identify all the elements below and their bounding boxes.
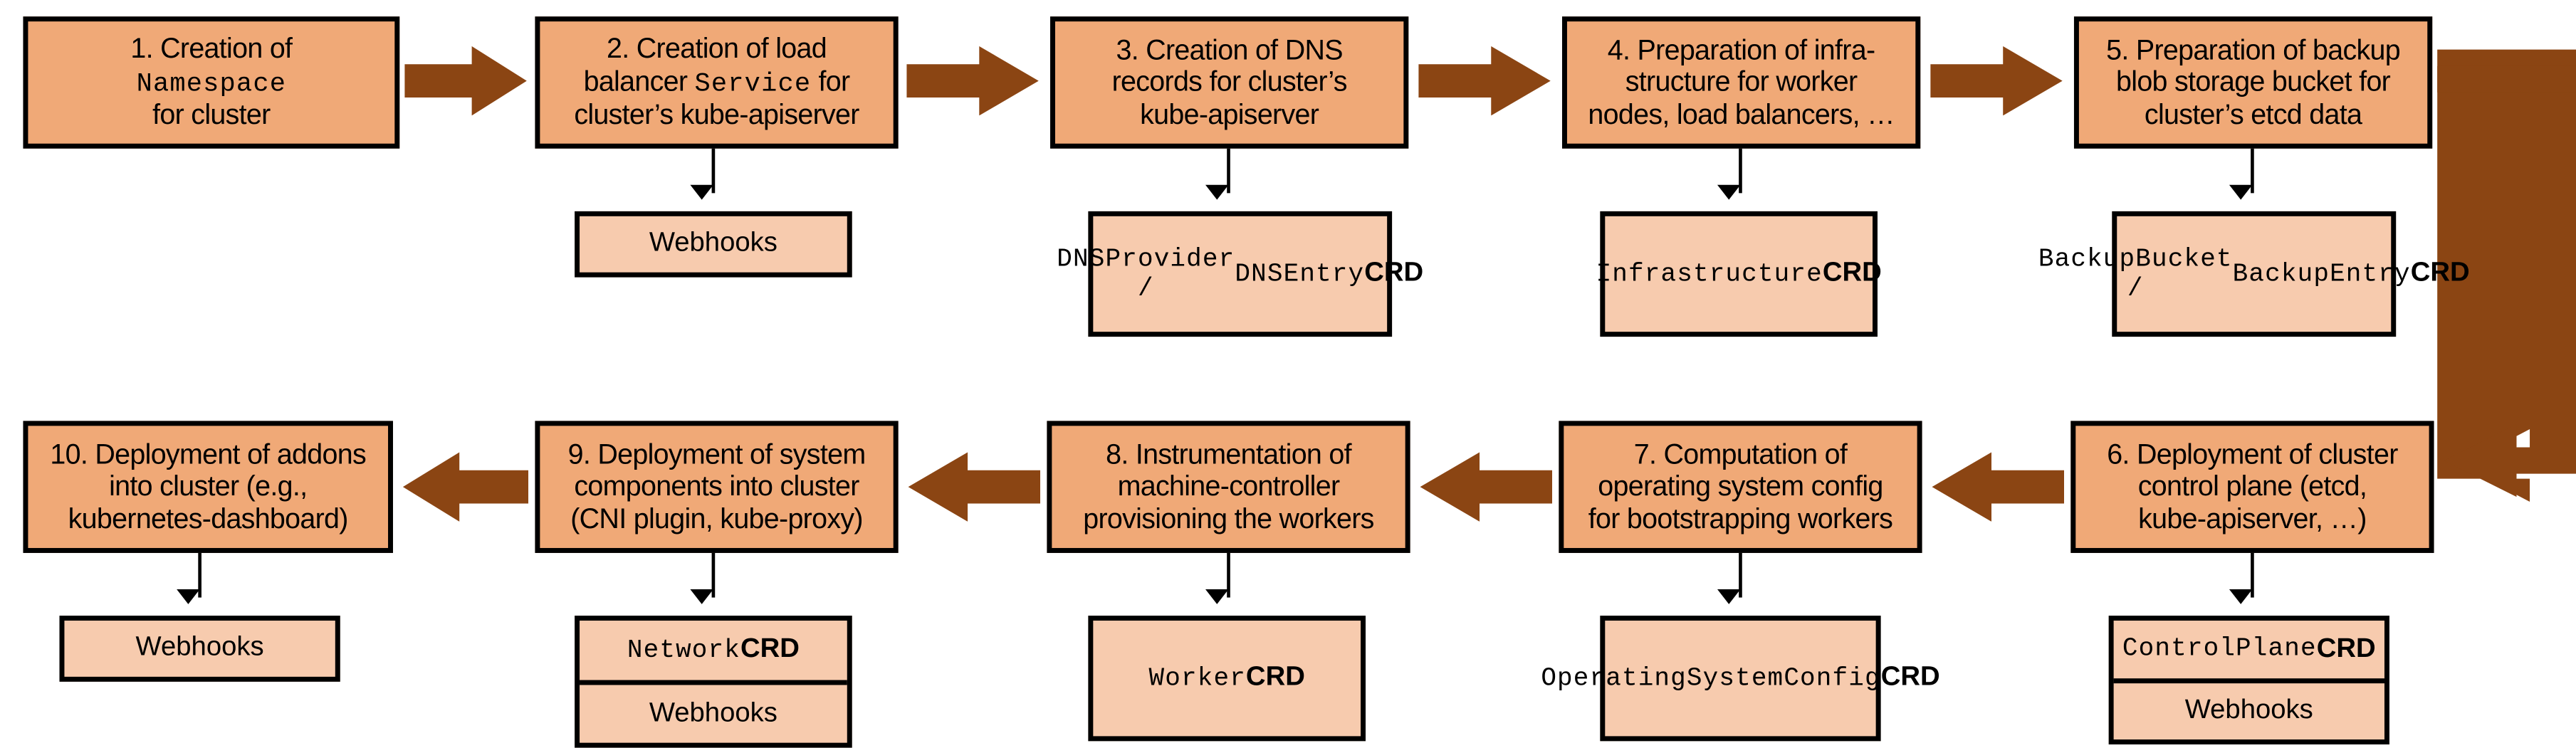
connector-step4-to-infra-crd [1739,148,1742,194]
connector-arrowhead-step8 [1205,589,1229,604]
flow-arrow-6-to-7 [1932,452,2065,522]
connector-arrowhead-step7 [1717,589,1741,604]
resource-box-network-crd[interactable]: Network CRD Webhooks [575,616,852,748]
connector-step2-to-webhooks [711,148,716,194]
flow-arrow-4-to-5 [1930,46,2063,116]
connector-arrowhead-step5 [2229,184,2253,200]
resource-cell: BackupBucket /BackupEntry CRD [2038,243,2470,304]
resource-cell: DNSProvider /DNSEntry CRD [1057,243,1424,304]
flow-arrow-1-to-2 [404,46,527,116]
connector-arrowhead-step10 [177,589,200,604]
resource-box-controlplane-crd[interactable]: ControlPlane CRD Webhooks [2108,616,2389,744]
resource-box-webhooks-step2[interactable]: Webhooks [575,211,852,278]
resource-cell: Webhooks [580,679,847,742]
resource-box-webhooks-step10[interactable]: Webhooks [59,616,340,682]
flow-arrow-7-to-8 [1420,452,1553,522]
connector-arrowhead-step6 [2229,589,2253,604]
connector-arrowhead-step3 [1205,184,1229,200]
connector-arrowhead-step4 [1717,184,1741,200]
flow-arrow-9-to-10 [402,452,529,522]
connector-step9-to-network-crd [711,552,716,598]
step-4-label: 4. Preparation of infra-structure for wo… [1588,33,1895,130]
connector-step8-to-worker-crd [1227,552,1230,598]
resource-cell: Webhooks [649,228,777,258]
connector-arrowhead-step2 [690,184,713,200]
flow-arrow-5-to-6-elbow [2431,36,2576,515]
resource-cell: Webhooks [2113,678,2384,739]
connector-step3-to-dns-crd [1227,148,1230,194]
flow-arrow-2-to-3 [906,46,1039,116]
connector-step10-to-webhooks [198,552,201,598]
step-box-4[interactable]: 4. Preparation of infra-structure for wo… [1561,16,1921,149]
connector-arrowhead-step9 [690,589,713,604]
flow-arrow-8-to-9 [908,452,1041,522]
connector-step6-to-controlplane-crd [2251,552,2254,598]
resource-box-backup-crd[interactable]: BackupBucket /BackupEntry CRD [2038,211,2470,337]
resource-cell: Webhooks [135,632,264,663]
connector-step7-to-osc-crd [1739,552,1742,598]
resource-cell: Network CRD [627,633,800,665]
resource-box-dns-crd[interactable]: DNSProvider /DNSEntry CRD [1057,211,1424,337]
flow-arrow-3-to-4 [1418,46,1551,116]
resource-cell: ControlPlane CRD [2122,633,2376,664]
connector-step5-to-backup-crd [2251,148,2254,194]
